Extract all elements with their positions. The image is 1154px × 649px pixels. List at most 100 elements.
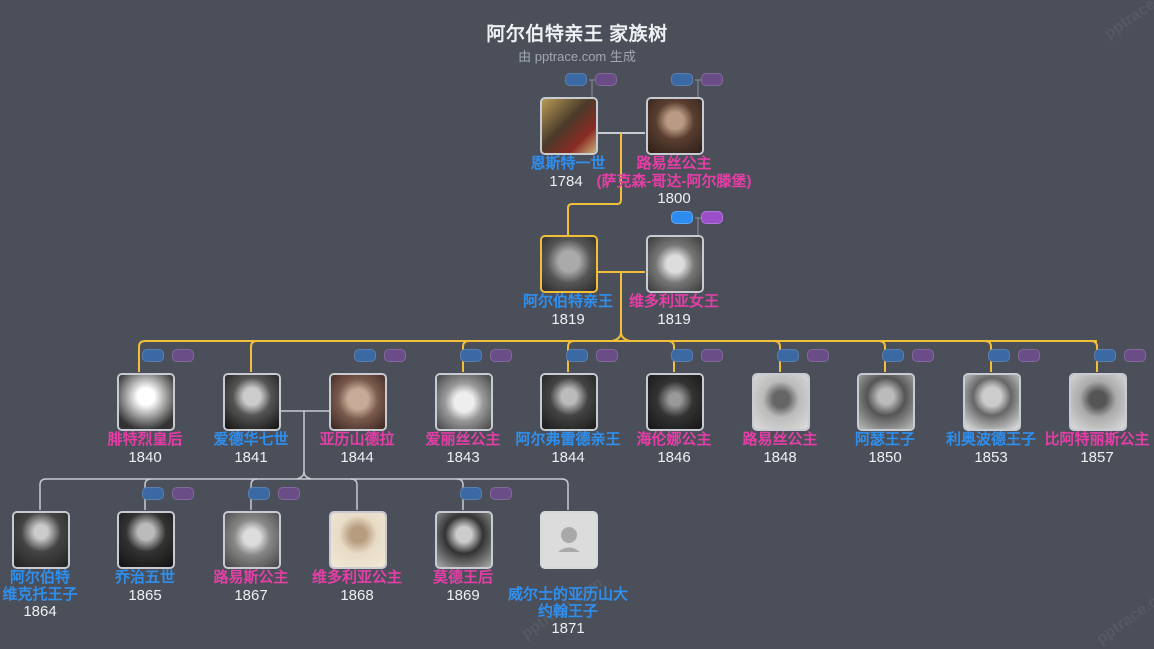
portrait-photo[interactable] bbox=[540, 235, 598, 293]
expand-mother-button[interactable] bbox=[701, 349, 723, 362]
birth-year: 1853 bbox=[974, 449, 1008, 466]
birth-year: 1843 bbox=[446, 449, 480, 466]
birth-year: 1819 bbox=[551, 311, 585, 328]
expand-father-button[interactable] bbox=[988, 349, 1010, 362]
portrait-photo[interactable] bbox=[12, 511, 70, 569]
person-name: 路易丝公主 bbox=[636, 155, 712, 172]
person-name-line2: 约翰王子 bbox=[537, 603, 598, 620]
expand-father-button[interactable] bbox=[671, 349, 693, 362]
portrait-photo[interactable] bbox=[117, 511, 175, 569]
birth-year: 1840 bbox=[128, 449, 162, 466]
birth-year: 1800 bbox=[657, 190, 691, 207]
expand-mother-button[interactable] bbox=[490, 487, 512, 500]
birth-year: 1850 bbox=[868, 449, 902, 466]
expand-spouse-gc1[interactable] bbox=[142, 487, 194, 500]
expand-parents-ernst[interactable] bbox=[565, 73, 617, 86]
person-name: 路易斯公主 bbox=[213, 569, 289, 586]
expand-spouse-8[interactable] bbox=[988, 349, 1040, 362]
expand-mother-button[interactable] bbox=[701, 73, 723, 86]
person-name: 爱丽丝公主 bbox=[425, 431, 501, 448]
expand-father-button[interactable] bbox=[671, 73, 693, 86]
expand-spouse-2[interactable] bbox=[354, 349, 406, 362]
expand-spouse-gc4[interactable] bbox=[460, 487, 512, 500]
expand-mother-button[interactable] bbox=[596, 349, 618, 362]
expand-father-button[interactable] bbox=[354, 349, 376, 362]
birth-year: 1869 bbox=[446, 587, 480, 604]
expand-parents-victoria[interactable] bbox=[671, 211, 723, 224]
portrait-photo[interactable] bbox=[223, 511, 281, 569]
portrait-photo[interactable] bbox=[329, 373, 387, 431]
expand-mother-button[interactable] bbox=[172, 487, 194, 500]
expand-mother-button[interactable] bbox=[595, 73, 617, 86]
person-name: 莫德王后 bbox=[432, 569, 493, 586]
expand-father-button[interactable] bbox=[460, 349, 482, 362]
page-title: 阿尔伯特亲王 家族树 bbox=[486, 24, 668, 45]
expand-spouse-6[interactable] bbox=[777, 349, 829, 362]
portrait-placeholder[interactable] bbox=[540, 511, 598, 569]
portrait-photo[interactable] bbox=[963, 373, 1021, 431]
expand-father-button[interactable] bbox=[1094, 349, 1116, 362]
expand-father-button[interactable] bbox=[882, 349, 904, 362]
birth-year: 1844 bbox=[340, 449, 374, 466]
birth-year: 1868 bbox=[340, 587, 374, 604]
expand-father-button[interactable] bbox=[142, 349, 164, 362]
expand-mother-button[interactable] bbox=[490, 349, 512, 362]
expand-mother-button[interactable] bbox=[701, 211, 723, 224]
expand-father-button[interactable] bbox=[142, 487, 164, 500]
expand-spouse-9[interactable] bbox=[1094, 349, 1146, 362]
expand-mother-button[interactable] bbox=[172, 349, 194, 362]
person-name: 恩斯特一世 bbox=[530, 155, 606, 172]
expand-mother-button[interactable] bbox=[912, 349, 934, 362]
portrait-photo[interactable] bbox=[1069, 373, 1127, 431]
expand-spouse-3[interactable] bbox=[460, 349, 512, 362]
portrait-photo[interactable] bbox=[752, 373, 810, 431]
portrait-photo[interactable] bbox=[540, 97, 598, 155]
portrait-photo[interactable] bbox=[646, 97, 704, 155]
person-name: 维多利亚公主 bbox=[311, 569, 402, 586]
portrait-photo[interactable] bbox=[857, 373, 915, 431]
birth-year: 1864 bbox=[23, 603, 57, 620]
portrait-photo[interactable] bbox=[117, 373, 175, 431]
expand-spouse-5[interactable] bbox=[671, 349, 723, 362]
portrait-photo[interactable] bbox=[646, 373, 704, 431]
birth-year: 1841 bbox=[234, 449, 268, 466]
expand-spouse-4[interactable] bbox=[566, 349, 618, 362]
person-name: 阿尔伯特 bbox=[9, 569, 70, 586]
birth-year: 1846 bbox=[657, 449, 691, 466]
expand-mother-button[interactable] bbox=[384, 349, 406, 362]
expand-mother-button[interactable] bbox=[1018, 349, 1040, 362]
page-subtitle: 由 pptrace.com 生成 bbox=[518, 49, 636, 64]
expand-spouse-0[interactable] bbox=[142, 349, 194, 362]
expand-father-button[interactable] bbox=[566, 349, 588, 362]
person-name: 爱德华七世 bbox=[213, 431, 289, 448]
portrait-photo[interactable] bbox=[646, 235, 704, 293]
person-name: 路易丝公主 bbox=[742, 431, 818, 448]
expand-father-button[interactable] bbox=[565, 73, 587, 86]
expand-father-button[interactable] bbox=[671, 211, 693, 224]
expand-father-button[interactable] bbox=[460, 487, 482, 500]
portrait-photo[interactable] bbox=[223, 373, 281, 431]
expand-father-button[interactable] bbox=[248, 487, 270, 500]
portrait-photo[interactable] bbox=[435, 373, 493, 431]
person-name: 阿尔伯特亲王 bbox=[522, 293, 613, 310]
birth-year: 1848 bbox=[763, 449, 797, 466]
expand-spouse-gc2[interactable] bbox=[248, 487, 300, 500]
person-name: 腓特烈皇后 bbox=[107, 431, 183, 448]
person-name: 海伦娜公主 bbox=[636, 431, 712, 448]
expand-spouse-7[interactable] bbox=[882, 349, 934, 362]
person-name: 威尔士的亚历山大 bbox=[507, 586, 628, 603]
expand-parents-louise[interactable] bbox=[671, 73, 723, 86]
expand-mother-button[interactable] bbox=[278, 487, 300, 500]
birth-year: 1871 bbox=[551, 620, 585, 637]
expand-mother-button[interactable] bbox=[807, 349, 829, 362]
birth-year: 1867 bbox=[234, 587, 268, 604]
portrait-photo[interactable] bbox=[329, 511, 387, 569]
portrait-photo[interactable] bbox=[435, 511, 493, 569]
expand-mother-button[interactable] bbox=[1124, 349, 1146, 362]
birth-year: 1784 bbox=[549, 173, 583, 190]
expand-father-button[interactable] bbox=[777, 349, 799, 362]
person-name: 亚历山德拉 bbox=[319, 431, 395, 448]
person-name: 乔治五世 bbox=[114, 569, 175, 586]
person-silhouette-icon bbox=[558, 527, 580, 552]
portrait-photo[interactable] bbox=[540, 373, 598, 431]
